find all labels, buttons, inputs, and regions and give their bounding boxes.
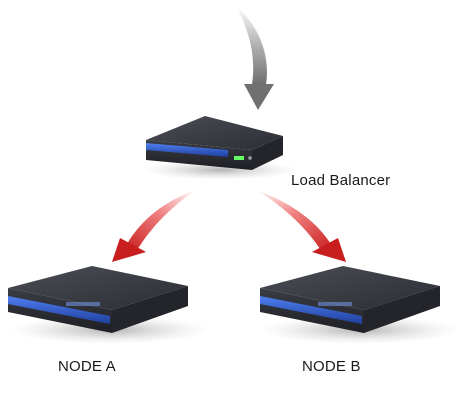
- arrow-to-node-a: [112, 190, 196, 262]
- node-b-label: NODE B: [302, 358, 361, 375]
- load-balancer-device: [142, 116, 298, 180]
- node-a-label: NODE A: [58, 358, 116, 375]
- node-a-device: [8, 266, 210, 344]
- load-balancer-label: Load Balancer: [291, 172, 391, 189]
- arrow-to-node-b: [256, 190, 346, 262]
- node-b-device: [260, 266, 460, 344]
- incoming-traffic-arrow: [236, 6, 274, 110]
